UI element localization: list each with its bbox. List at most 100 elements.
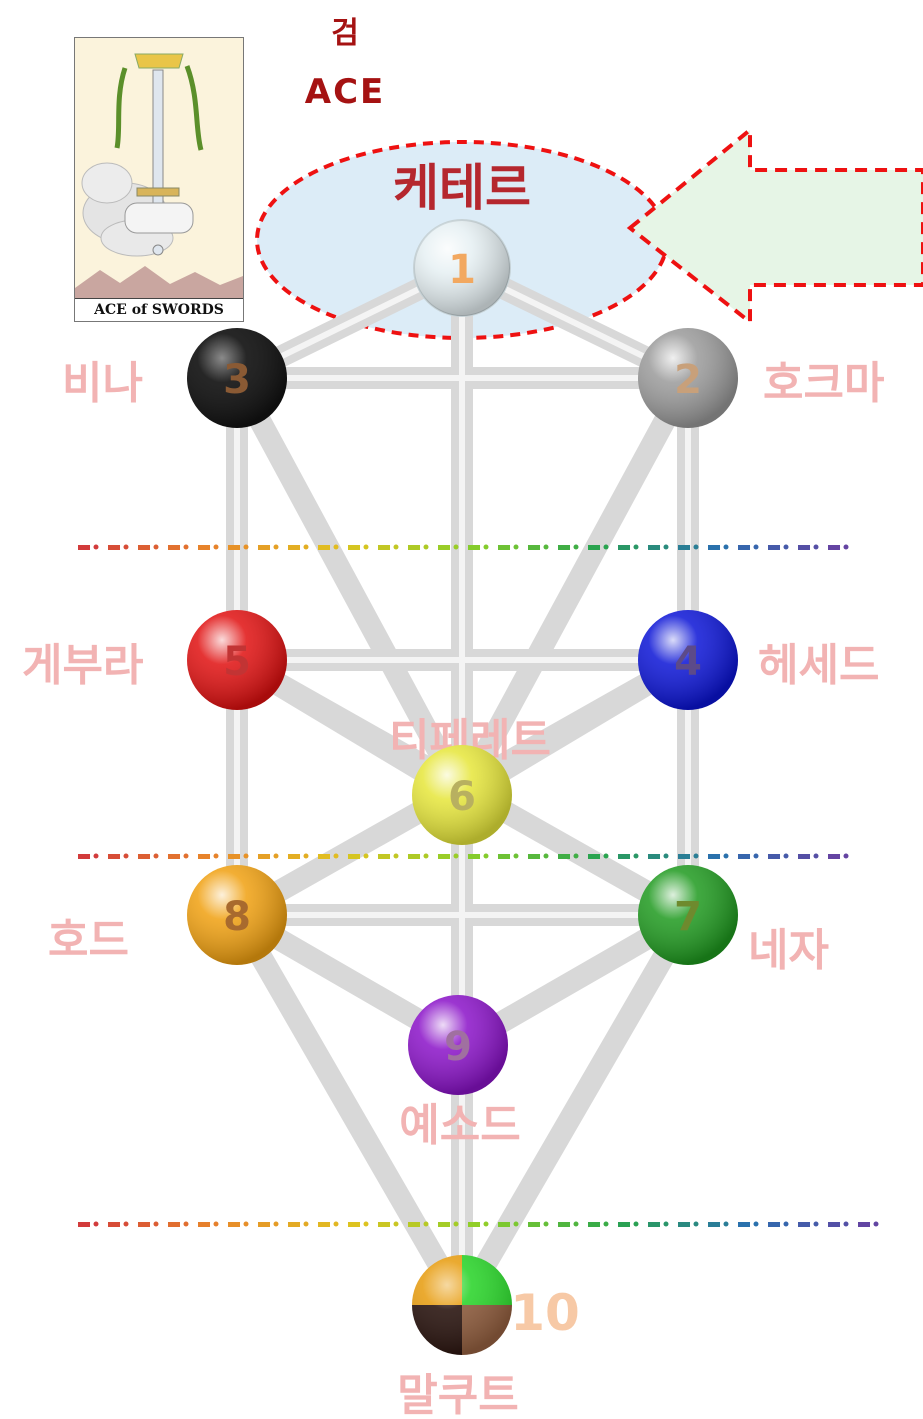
- sephira-1-number: 1: [448, 247, 476, 293]
- sephira-5-number: 5: [223, 639, 251, 685]
- sephira-3: 3: [187, 328, 287, 428]
- separator-dot: [334, 545, 339, 550]
- separator-dot: [424, 545, 429, 550]
- separator-dash: [408, 1222, 420, 1227]
- separator-dash: [588, 854, 600, 859]
- separator-dot: [244, 1222, 249, 1227]
- separator-dot: [754, 545, 759, 550]
- separator-dot: [94, 854, 99, 859]
- separator-dot: [694, 1222, 699, 1227]
- separator-dash: [198, 1222, 210, 1227]
- separator-dash: [438, 1222, 450, 1227]
- separator-dash: [108, 1222, 120, 1227]
- separator-dot: [304, 854, 309, 859]
- separator-dash: [708, 854, 720, 859]
- separator-dash: [468, 545, 480, 550]
- separator-dash: [258, 1222, 270, 1227]
- separator-dash: [168, 545, 180, 550]
- separator-dash: [78, 854, 90, 859]
- separator-dot: [874, 1222, 879, 1227]
- separator-dash: [828, 1222, 840, 1227]
- separator-dash: [678, 854, 690, 859]
- separator-dot: [814, 545, 819, 550]
- separator-dash: [828, 854, 840, 859]
- separator-dot: [754, 854, 759, 859]
- separator-dot: [154, 854, 159, 859]
- sephira-name-2: 호크마: [763, 358, 884, 409]
- separator-dash: [648, 854, 660, 859]
- separator-dash: [108, 854, 120, 859]
- separator-dot: [484, 1222, 489, 1227]
- separator-dash: [438, 545, 450, 550]
- separator-dot: [544, 545, 549, 550]
- separator-dash: [558, 545, 570, 550]
- separator-dot: [844, 1222, 849, 1227]
- sephira-7: 7: [638, 865, 738, 965]
- separator-dash: [558, 854, 570, 859]
- sephira-name-1: 케테르: [393, 159, 531, 217]
- separator-dash: [78, 545, 90, 550]
- sephira-8-number: 8: [223, 894, 251, 940]
- separator-dot: [784, 545, 789, 550]
- separator-dot: [514, 545, 519, 550]
- separator-dash: [378, 545, 390, 550]
- separator-dot: [634, 854, 639, 859]
- separator-dot: [274, 854, 279, 859]
- sephira-4: 4: [638, 610, 738, 710]
- separator-dot: [574, 1222, 579, 1227]
- separator-dot: [94, 1222, 99, 1227]
- separator-dash: [138, 854, 150, 859]
- separator-dot: [664, 1222, 669, 1227]
- separator-dot: [184, 1222, 189, 1227]
- separator-dot: [214, 854, 219, 859]
- separator-dash: [798, 1222, 810, 1227]
- separator-dash: [828, 545, 840, 550]
- sephira-9-number: 9: [444, 1024, 472, 1070]
- separator-dot: [454, 1222, 459, 1227]
- separator-dot: [244, 545, 249, 550]
- separator-dash: [678, 545, 690, 550]
- sephira-name-5: 게부라: [22, 640, 143, 691]
- separator-dash: [138, 1222, 150, 1227]
- separator-dash: [708, 545, 720, 550]
- separator-dash: [558, 1222, 570, 1227]
- separator-dash: [798, 854, 810, 859]
- sephira-10: 10: [412, 1255, 580, 1355]
- sephira-6: 6: [412, 745, 512, 845]
- sephira-name-3: 비나: [62, 358, 143, 409]
- separator-dot: [184, 854, 189, 859]
- separator-dash: [318, 854, 330, 859]
- separator-dot: [724, 545, 729, 550]
- separator-dot: [214, 545, 219, 550]
- separator-dot: [784, 1222, 789, 1227]
- separator-dot: [634, 545, 639, 550]
- separator-dash: [528, 545, 540, 550]
- sephira-6-number: 6: [448, 774, 476, 820]
- separator-dot: [454, 854, 459, 859]
- separator-dash: [528, 1222, 540, 1227]
- separator-dash: [648, 545, 660, 550]
- separator-dot: [364, 854, 369, 859]
- separator-dot: [574, 545, 579, 550]
- separator-dot: [124, 1222, 129, 1227]
- separator-dot: [274, 545, 279, 550]
- separator-dot: [154, 545, 159, 550]
- separator-dash: [318, 1222, 330, 1227]
- separator-dash: [528, 854, 540, 859]
- sephira-9: 9: [408, 995, 508, 1095]
- separator-dash: [618, 1222, 630, 1227]
- separator-dot: [394, 854, 399, 859]
- separator-dash: [348, 854, 360, 859]
- separator-dash: [228, 1222, 240, 1227]
- separator-dot: [364, 545, 369, 550]
- separator-dash: [618, 545, 630, 550]
- separator-dash: [618, 854, 630, 859]
- separator-dash: [738, 1222, 750, 1227]
- separator-dash: [378, 854, 390, 859]
- separator-dash: [138, 545, 150, 550]
- separator-dash: [108, 545, 120, 550]
- sephira-name-9: 예소드: [399, 1100, 520, 1151]
- separator-dash: [678, 1222, 690, 1227]
- separator-dash: [438, 854, 450, 859]
